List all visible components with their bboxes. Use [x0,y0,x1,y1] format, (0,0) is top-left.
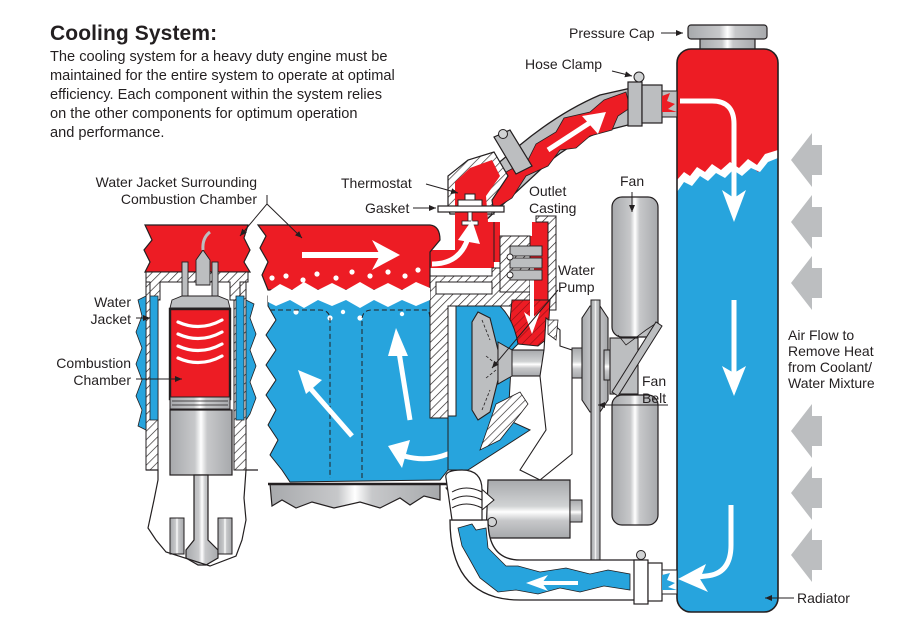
air-flow-arrow [791,133,822,187]
label-gasket: Gasket [365,200,410,216]
air-flow-arrow [791,256,822,310]
leader-water-pump [491,289,559,369]
description: The cooling system for a heavy duty engi… [50,48,450,143]
label-water-jacket: Water Jacket [60,294,131,327]
radiator-flow-arrow-bottom [687,505,734,581]
pressure-cap [687,24,768,40]
label-line: Water Mixture [788,375,875,391]
lower-radiator-hose [445,469,678,605]
leader-water-jacket-surrounding-2 [266,203,303,239]
radiator-cool-coolant [677,156,778,612]
label-hose-clamp: Hose Clamp [525,56,603,72]
page-title: Cooling System: [50,22,218,45]
engine-block [256,224,472,509]
hose-clamp-radiator [627,81,643,127]
radiator-flow-arrow-middle-head [722,366,746,396]
radiator-flow-arrow-top-head [722,190,746,222]
air-flow-arrow [791,404,822,458]
alternator [485,479,571,539]
label-line: Water Jacket Surrounding [95,174,257,190]
water-jacket-left [149,295,159,421]
block-base [269,483,441,509]
radiator-flow-arrow-bottom-head [678,564,708,592]
air-flow-arrows [791,133,822,582]
description-line: maintained for the entire system to oper… [50,68,395,84]
label-air-flow: Air Flow to Remove Heat from Coolant/ Wa… [788,327,875,391]
label-line: Pump [558,278,595,295]
fan-pulley [571,196,663,581]
label-line: Fan [642,373,667,389]
air-flow-arrow [791,528,822,582]
label-line: Casting [529,199,577,216]
piston-rings [169,396,231,410]
cylinder-assembly [135,224,258,567]
thermostat-flow-arrow [431,237,471,267]
description-line: efficiency. Each component within the sy… [50,87,383,103]
label-fan-belt: Fan Belt [642,373,666,406]
label-radiator: Radiator [797,590,850,606]
label-water-pump: Water Pump [558,262,595,295]
label-line: Water [558,262,595,278]
hose-clamp-screw [633,71,645,83]
hose-clamp-lower [633,559,649,605]
lower-hose-cool-coolant [457,523,631,595]
air-flow-arrow [791,195,822,249]
label-fan: Fan [620,173,645,189]
fan-blade-edge [611,321,663,397]
label-water-jacket-surrounding: Water Jacket Surrounding Combustion Cham… [84,174,257,207]
leader-hose-clamp [611,70,633,78]
description-line: and performance. [50,125,165,141]
label-line: Belt [642,389,667,406]
spark-plug [195,249,211,286]
upper-hose-flow-arrow [546,117,596,153]
label-line: Combustion [56,355,131,371]
block-flow-arrow [395,345,413,421]
radiator [676,24,779,613]
block-flow-arrow [308,386,354,438]
label-line: Chamber [73,371,131,388]
leader-thermostat [425,183,459,194]
label-line: Air Flow to [788,327,855,343]
thermostat-housing-coolant [430,160,548,300]
piston [169,409,233,476]
label-outlet-casting: Outlet Casting [529,183,576,216]
intro-block: Cooling System: The cooling system for a… [50,22,450,143]
hose-clamp-screw [498,129,508,139]
label-line: Outlet [529,183,567,199]
gasket [437,205,505,213]
description-line: The cooling system for a heavy duty engi… [50,49,388,65]
label-line: from Coolant/ [788,359,873,375]
label-thermostat: Thermostat [341,175,412,191]
description-line: on the other components for optimum oper… [50,106,358,122]
upper-radiator-hose [459,71,678,223]
water-pump-impeller [471,311,499,421]
fan-blade-top [611,196,659,338]
connecting-rod [185,474,219,566]
air-flow-arrow [791,466,822,520]
label-line: Remove Heat [788,343,874,359]
radiator-foam [677,150,778,192]
fan-belt [590,299,601,581]
water-jacket-right [235,295,245,421]
label-combustion-chamber: Combustion Chamber [30,355,131,388]
fan-blade-bottom [611,394,659,526]
block-cool-coolant [265,295,449,483]
label-line: Jacket [90,310,131,327]
heat-wave-icon [176,318,224,365]
radiator-flow-arrow-top [680,98,737,200]
label-line: Water [94,294,131,310]
label-line: Combustion Chamber [120,190,257,207]
hose-clamp-screw [636,550,646,560]
leader-lines [136,30,794,601]
label-pressure-cap: Pressure Cap [569,25,655,41]
coolant-bubbles [269,267,421,321]
coolant-foam [268,282,430,308]
